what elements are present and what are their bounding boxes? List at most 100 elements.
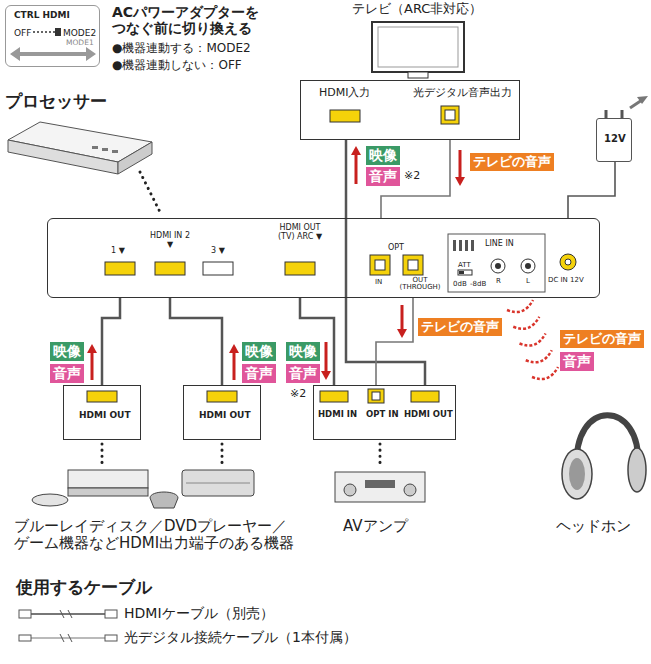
instruction-note: ●機器連動しない：OFF [112, 59, 242, 73]
port-label: MODE1 [66, 39, 94, 48]
wireless-waves [513, 317, 539, 329]
device-caption: ヘッドホン [556, 518, 631, 535]
device-ports [411, 391, 439, 402]
tv-set [441, 106, 459, 124]
signal-arrow [397, 329, 407, 338]
legend-heading: 使用するケーブル [16, 578, 152, 598]
dotted-leader [379, 444, 382, 468]
port-label: HDMI OUT [199, 410, 251, 420]
tv-set [445, 110, 455, 120]
adapter-body: 12V [596, 118, 632, 162]
rear-panel-parts [521, 259, 535, 273]
dotted-leader [101, 444, 104, 466]
cable-sample [105, 610, 117, 618]
mode-switch [33, 31, 58, 33]
mode-switch [10, 47, 96, 61]
signal-arrow [351, 146, 361, 155]
player-port-box: HDMI OUT [63, 385, 141, 440]
rear-panel-parts [370, 255, 390, 275]
device-caption: AVアンプ [343, 518, 408, 535]
port-label: 1 ▼ [111, 246, 125, 255]
rear-panel-parts [285, 262, 315, 275]
processor-unit [8, 140, 118, 174]
signal-badge: 音声 [242, 364, 276, 383]
signal-arrow [325, 342, 328, 372]
wireless-waves [507, 300, 533, 312]
instruction-note: ●機器連動する：MODE2 [112, 42, 251, 56]
port-label: 12V [604, 133, 626, 145]
port-label: LINE IN [485, 239, 514, 248]
signal-badge: テレビの音声 [418, 318, 502, 336]
signal-arrow [455, 177, 465, 186]
game-console [150, 492, 178, 508]
hdmi-cable [170, 298, 222, 385]
tv-set [378, 27, 458, 67]
rear-panel-parts [448, 234, 545, 292]
legend-text: HDMIケーブル（別売） [124, 605, 274, 623]
rear-panel-parts [203, 262, 233, 275]
rear-panel-parts [105, 234, 576, 292]
mode-switch [10, 28, 96, 61]
signal-badge: 映像 [50, 342, 84, 361]
signal-arrow [87, 146, 465, 380]
rear-panel-parts [465, 240, 468, 251]
signal-badge: 音声 [366, 167, 400, 186]
port-label: HDMI OUT [404, 410, 453, 420]
signal-badge: 映像 [366, 146, 400, 165]
signal-arrow [321, 371, 331, 380]
hdmi-cable [346, 140, 425, 385]
signal-badge: 音声 [560, 352, 594, 371]
rear-panel-parts [495, 263, 501, 269]
device-caption: ブルーレイディスク／DVDプレーヤー／ ゲーム機器などHDMI出力端子のある機器 [14, 518, 344, 553]
signal-badge: テレビの音声 [560, 330, 644, 348]
processor-unit [8, 122, 160, 212]
port-label: 光デジタル音声出力 [413, 87, 512, 100]
cable-sample [60, 634, 72, 642]
wireless-waves [507, 300, 558, 379]
signal-badge: 音声 [286, 364, 320, 383]
port-label: HDMI IN [318, 410, 357, 420]
footnote-mark: ※2 [290, 388, 306, 401]
signal-badge: 音声 [50, 364, 84, 383]
cable-sample [19, 610, 31, 618]
game-console [186, 483, 250, 484]
optical-cable [376, 298, 413, 385]
optical-cable [381, 140, 450, 218]
rear-panel-parts [105, 262, 135, 275]
signal-badge: 映像 [242, 342, 276, 361]
disc-player [32, 494, 68, 506]
wireless-waves [526, 350, 552, 362]
cable-sample [18, 607, 118, 621]
av-amplifier [344, 484, 356, 496]
cable-sample [18, 631, 118, 645]
cable-sample [19, 635, 31, 641]
processor-unit [118, 142, 152, 174]
wireless-waves [532, 367, 558, 379]
ac-adapter [596, 96, 648, 162]
device-ports [87, 389, 439, 403]
power-cord [568, 162, 615, 218]
cable-sample [30, 637, 106, 638]
ac-adapter [637, 96, 648, 104]
av-amplifier [335, 472, 425, 502]
av-amplifier [335, 472, 425, 502]
processor-unit [92, 146, 98, 149]
port-label: L [526, 277, 530, 285]
rear-panel-parts [453, 240, 456, 251]
headphones [569, 458, 585, 490]
game-console [182, 470, 254, 496]
rear-panel-parts [565, 259, 571, 265]
rear-panel-parts [408, 260, 418, 270]
headphones [562, 415, 646, 499]
signal-arrow [459, 150, 462, 178]
signal-arrow [233, 352, 236, 380]
rear-panel-parts [560, 254, 576, 270]
ac-adapter [605, 110, 608, 118]
port-label: MODE2 [63, 28, 96, 38]
instruction-note: ACパワーアダプターを つなぐ前に切り換える [112, 4, 272, 36]
processor-rear-panel: 1 ▼HDMI IN 2 ▼3 ▼HDMI OUT (TV) ARC ▼OPTI… [47, 218, 600, 298]
hdmi-cable [300, 298, 334, 385]
port-label: IN [375, 278, 382, 286]
